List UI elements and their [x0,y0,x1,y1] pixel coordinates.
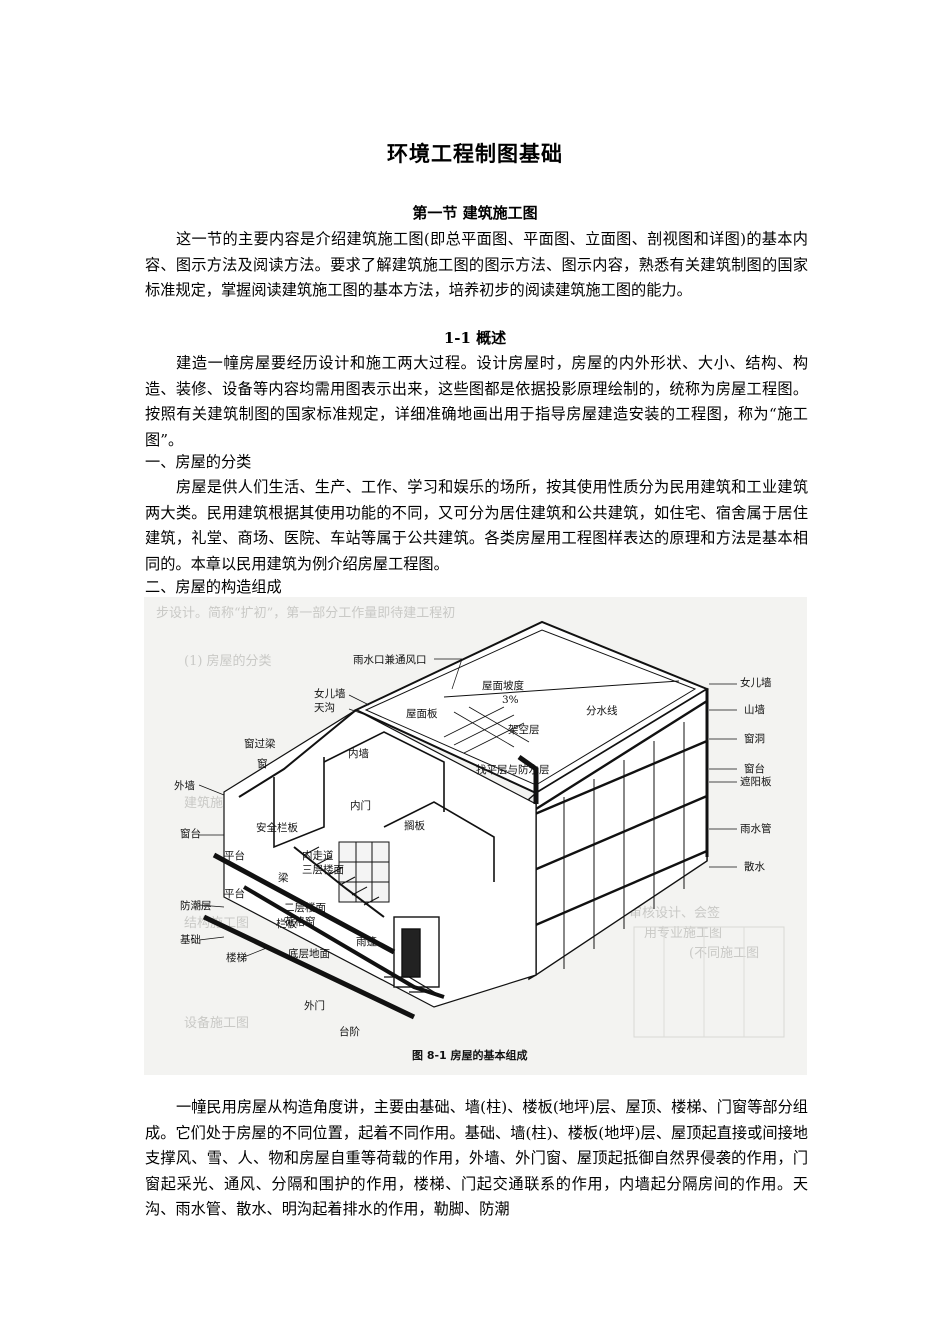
ghost-text-7: 用专业施工图 [644,926,722,941]
label-ground-floor: 底层地面 [288,947,330,960]
label-ridge-line: 分水线 [586,704,618,717]
figure-caption: 图 8-1 房屋的基本组成 [412,1048,528,1062]
overview-title: 1-1 概述 [443,329,507,347]
label-interior-door: 内门 [350,799,371,812]
label-window: 窗 [257,757,268,770]
label-exterior-wall: 外墙 [174,779,195,792]
label-window-lintel: 窗过梁 [244,737,276,750]
label-beam: 梁 [278,871,289,884]
building-drawing [202,620,710,1020]
label-stairs: 楼梯 [226,951,247,964]
document-title: 环境工程制图基础 [387,141,563,166]
label-baluster: 栏板 [276,917,297,930]
label-shelf: 搁板 [404,819,425,832]
label-damp-course: 防潮层 [180,899,212,912]
label-second-floor: 二层楼面 [284,901,326,914]
label-landing-1: 平台 [224,849,245,862]
ghost-text-1: 步设计。简称“扩初”，第一部分工作量即待建工程初 [156,605,455,621]
label-slope-value: 3% [502,694,519,706]
label-lattice-window: 花格窗 [284,915,316,928]
label-downpipe: 雨水管 [740,822,772,835]
intro-paragraph: 这一节的主要内容是介绍建筑施工图(即总平面图、平面图、立面图、剖视图和详图)的基… [145,230,808,300]
classification-paragraph: 房屋是供人们生活、生产、工作、学习和娱乐的场所，按其使用性质分为民用建筑和工业建… [145,478,808,573]
section-title: 第一节 建筑施工图 [412,204,538,222]
building-composition-figure: 步设计。简称“扩初”，第一部分工作量即待建工程初 (1) 房屋的分类 建筑施工图… [144,597,807,1075]
label-roof-slab: 屋面板 [406,707,438,720]
label-foundation: 基础 [180,933,201,946]
heading-classification: 一、房屋的分类 [145,453,252,471]
label-third-floor: 三层楼面 [302,863,344,876]
ghost-text-6: 审核设计、会签 [629,905,720,921]
label-rainwater-outlet: 雨水口兼通风口 [353,653,427,666]
label-interior-wall: 内墙 [348,747,369,760]
ghost-text-5: 设备施工图 [184,1015,249,1031]
label-exterior-door: 外门 [304,999,325,1012]
label-windowsill-left: 窗台 [180,827,201,840]
label-canopy: 雨篷 [356,935,377,948]
label-parapet-right: 女儿墙 [740,676,772,689]
label-apron: 散水 [744,860,765,873]
label-parapet-left: 女儿墙 [314,687,346,700]
heading-composition: 二、房屋的构造组成 [145,578,282,596]
ghost-text-8: (不同施工图 [689,946,759,961]
label-window-opening: 窗洞 [744,732,765,745]
label-windowsill-right: 窗台 [744,762,765,775]
label-gutter: 天沟 [314,701,335,714]
label-screed-waterproof: 找平层与防水层 [476,763,550,776]
label-safety-parapet: 安全栏板 [256,821,298,834]
label-sunshade: 遮阳板 [740,775,772,788]
composition-paragraph: 一幢民用房屋从构造角度讲，主要由基础、墙(柱)、楼板(地坪)层、屋顶、楼梯、门窗… [145,1098,808,1219]
label-overhead-layer: 架空层 [508,723,540,736]
ghost-text-2: (1) 房屋的分类 [184,653,272,669]
overview-paragraph: 建造一幢房屋要经历设计和施工两大过程。设计房屋时，房屋的内外形状、大小、结构、构… [145,354,808,449]
label-landing-2: 平台 [224,887,245,900]
label-steps: 台阶 [339,1025,360,1038]
label-roof-slope: 屋面坡度 [482,679,524,692]
label-gable-wall: 山墙 [744,703,765,716]
label-corridor: 内走道 [302,849,334,862]
